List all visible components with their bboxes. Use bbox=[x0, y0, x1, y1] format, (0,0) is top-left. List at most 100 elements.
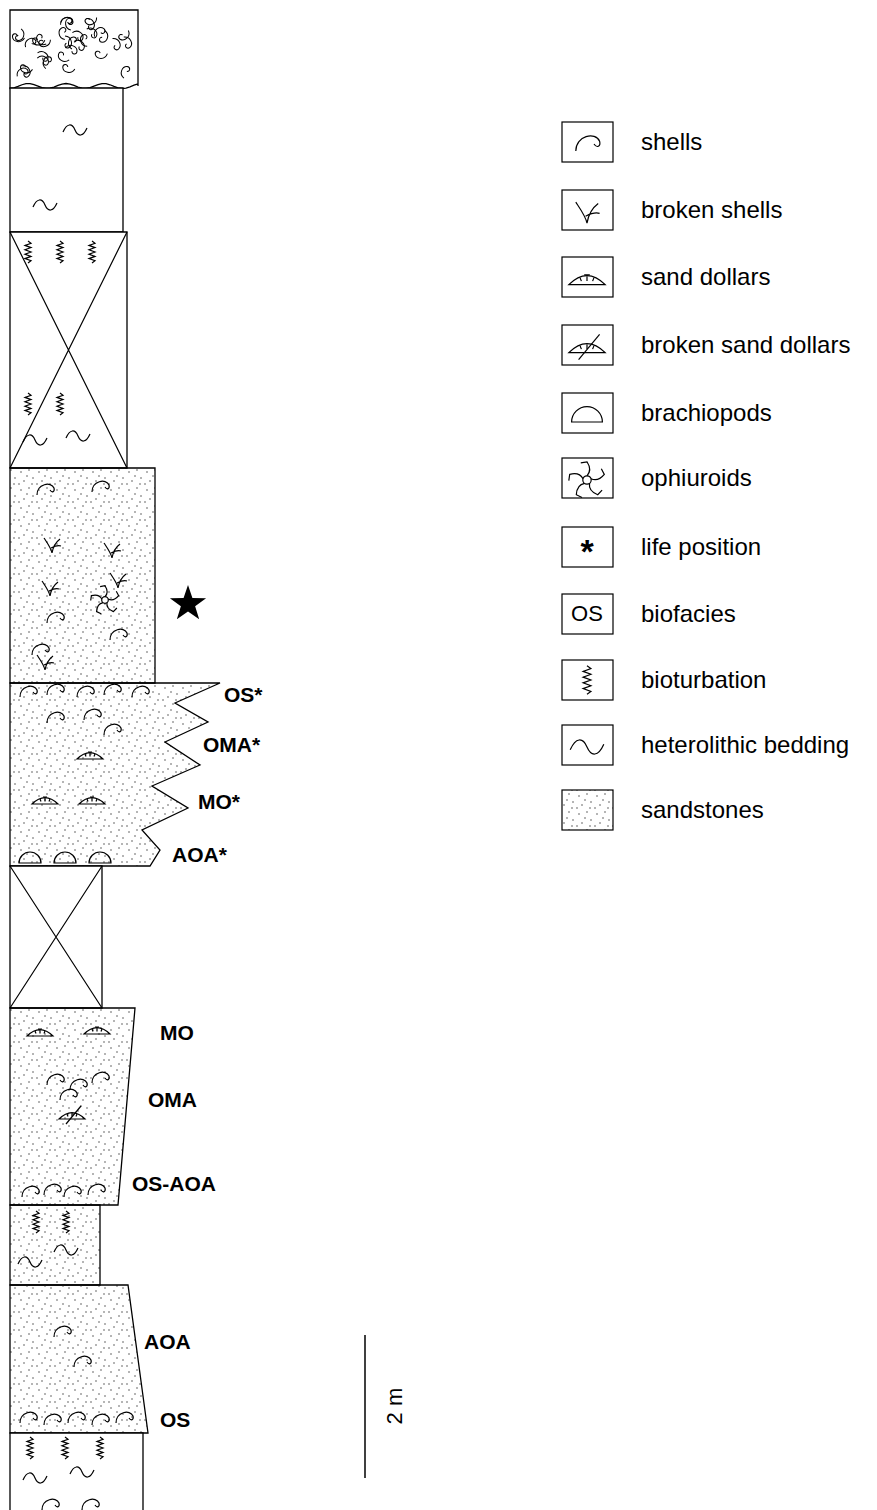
bioturbation-stroke bbox=[57, 241, 63, 263]
shell-symbol bbox=[47, 684, 64, 695]
brachiopod-symbol bbox=[54, 852, 76, 863]
shell-symbol bbox=[77, 686, 94, 697]
wave-symbol bbox=[70, 1467, 94, 1477]
shell-stroke bbox=[132, 686, 149, 697]
legend-label: bioturbation bbox=[641, 667, 766, 693]
ophiuroid-stroke bbox=[569, 474, 583, 481]
legend-sample bbox=[562, 393, 613, 433]
wave-stroke bbox=[570, 740, 604, 754]
squiggle-symbol bbox=[86, 18, 95, 31]
bioturbation-symbol bbox=[57, 241, 63, 263]
shell-stroke bbox=[20, 686, 37, 697]
shell-stroke bbox=[104, 724, 121, 735]
squiggle-symbol bbox=[64, 17, 74, 30]
wave-symbol bbox=[63, 125, 87, 135]
brokenSandDollar-stroke bbox=[66, 1106, 81, 1124]
legend-label: broken shells bbox=[641, 197, 782, 223]
legend-label: biofacies bbox=[641, 601, 736, 627]
squiggle-symbol bbox=[57, 51, 70, 64]
ophiuroid-symbol bbox=[91, 586, 119, 614]
shell-stroke bbox=[92, 1414, 109, 1425]
shell-symbol bbox=[22, 1186, 39, 1197]
brachiopod-stroke bbox=[89, 852, 111, 863]
legend-label: sand dollars bbox=[641, 264, 770, 290]
legend-sample bbox=[562, 725, 613, 765]
brokenShell-symbol bbox=[37, 655, 54, 670]
legend-sample bbox=[562, 790, 613, 830]
squiggle-symbol bbox=[118, 30, 131, 41]
covered-interval bbox=[10, 866, 102, 1008]
bioturbation-symbol bbox=[63, 1211, 69, 1233]
legend-sample bbox=[562, 325, 613, 365]
squiggle-symbol bbox=[93, 27, 106, 37]
sandstone-unit bbox=[10, 468, 155, 683]
shell-stroke bbox=[104, 684, 121, 695]
squiggle-symbol bbox=[80, 34, 88, 46]
shell-symbol bbox=[92, 1414, 109, 1425]
biofacies-label: MO bbox=[160, 1021, 194, 1044]
legend-sample bbox=[562, 122, 613, 162]
squiggle-symbol bbox=[22, 65, 30, 77]
sandDollar-stroke bbox=[87, 797, 97, 802]
sandDollar-stroke bbox=[40, 797, 50, 802]
wave-symbol bbox=[66, 431, 90, 441]
brokenShell-stroke bbox=[110, 573, 127, 588]
shell-stroke bbox=[54, 1326, 71, 1337]
wave-stroke bbox=[70, 1467, 94, 1477]
sandstone-unit bbox=[10, 1285, 148, 1433]
shell-stroke bbox=[20, 1412, 37, 1423]
biofacies-label: OS bbox=[160, 1408, 190, 1431]
squiggle-symbol bbox=[65, 43, 78, 56]
squiggle-symbol bbox=[40, 55, 53, 68]
bioturbation-symbol bbox=[57, 393, 63, 415]
scale-bar bbox=[364, 1335, 366, 1478]
bioturbation-symbol bbox=[25, 241, 31, 263]
legend-label: brachiopods bbox=[641, 400, 772, 426]
squiggle-symbol bbox=[64, 36, 72, 48]
squiggle-symbol bbox=[24, 37, 37, 47]
covered-interval-cross bbox=[10, 232, 127, 468]
brokenShell-symbol bbox=[110, 573, 127, 588]
shell-stroke bbox=[576, 136, 600, 151]
bioturbation-stroke bbox=[25, 393, 31, 415]
squiggle-symbol bbox=[119, 65, 132, 78]
legend-sample-text: OS bbox=[571, 602, 603, 626]
shell-symbol bbox=[92, 481, 109, 492]
shell-symbol bbox=[68, 1412, 85, 1423]
ophiuroid-stroke bbox=[108, 591, 118, 600]
brokenSandDollar-symbol bbox=[59, 1106, 85, 1124]
brokenSandDollar-stroke bbox=[580, 344, 594, 349]
basal-unit bbox=[10, 1433, 143, 1510]
squiggle-symbol bbox=[61, 16, 74, 26]
sandstone-unit bbox=[10, 683, 220, 866]
shell-symbol bbox=[116, 1412, 133, 1423]
wave-stroke bbox=[23, 1473, 47, 1483]
sandDollar-stroke bbox=[92, 1027, 102, 1032]
legend-sample bbox=[562, 190, 613, 230]
wave-stroke bbox=[18, 1257, 42, 1267]
wave-stroke bbox=[63, 125, 87, 135]
sandDollar-stroke bbox=[84, 1028, 110, 1035]
shell-symbol bbox=[54, 1326, 71, 1337]
shell-stroke bbox=[116, 1412, 133, 1423]
sandDollar-stroke bbox=[35, 1029, 45, 1034]
shell-stroke bbox=[47, 612, 64, 623]
squiggle-symbol bbox=[11, 32, 25, 44]
squiggle-symbol bbox=[61, 63, 75, 75]
sandDollar-stroke bbox=[85, 752, 95, 757]
heterolithic-unit bbox=[10, 88, 123, 232]
sandDollar-symbol bbox=[84, 1027, 110, 1034]
shell-symbol bbox=[20, 1412, 37, 1423]
bioturbation-stroke bbox=[27, 1437, 33, 1459]
brokenSandDollar-stroke bbox=[579, 334, 600, 359]
shell-stroke bbox=[22, 1186, 39, 1197]
squiggle-symbol bbox=[16, 67, 29, 76]
star-marker bbox=[170, 585, 206, 619]
bioturbation-stroke bbox=[33, 1211, 39, 1233]
wave-symbol bbox=[54, 1245, 78, 1255]
shell-symbol bbox=[47, 612, 64, 623]
brokenSandDollar-stroke bbox=[569, 344, 605, 353]
shell-symbol bbox=[92, 1072, 109, 1083]
wave-symbol bbox=[18, 1257, 42, 1267]
shell-symbol bbox=[44, 1414, 61, 1425]
